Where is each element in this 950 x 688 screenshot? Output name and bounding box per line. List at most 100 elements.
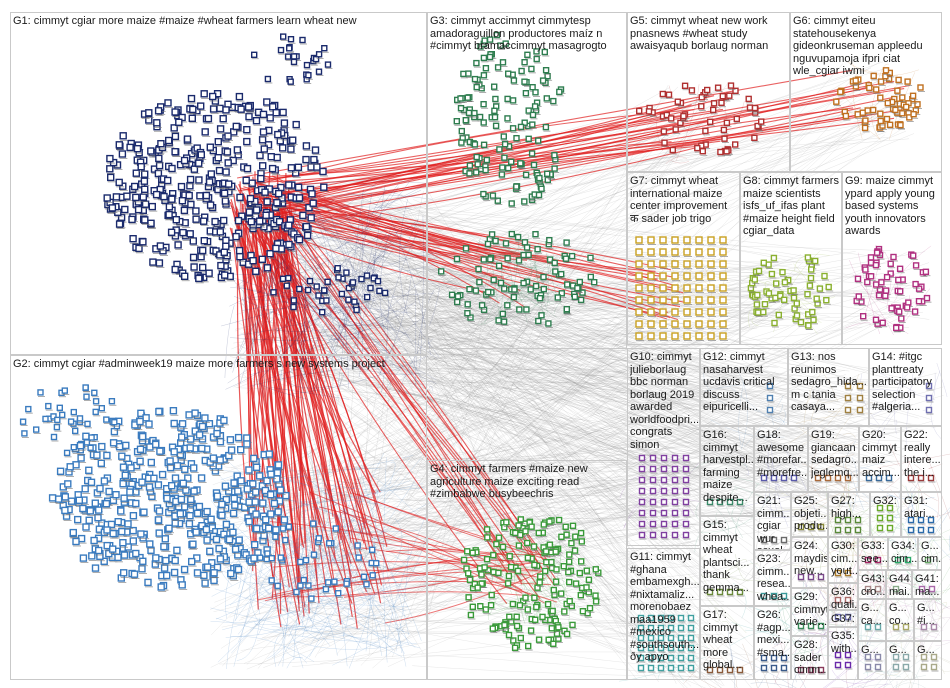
network-edge	[214, 588, 380, 649]
network-edge	[266, 290, 761, 386]
network-edge	[309, 506, 906, 534]
network-edge	[257, 186, 423, 292]
network-edge	[230, 287, 362, 329]
network-edge	[328, 497, 385, 594]
network-edge	[497, 237, 548, 264]
network-edge	[294, 276, 813, 321]
network-edge	[249, 217, 532, 557]
network-edge	[338, 478, 352, 638]
network-edge	[356, 488, 377, 591]
network-edge	[295, 211, 361, 350]
network-edge	[275, 267, 314, 291]
network-edge	[292, 279, 689, 534]
network-edge	[361, 619, 625, 643]
network-edge	[402, 341, 894, 457]
network-edge	[348, 575, 380, 669]
network-edge	[266, 267, 711, 637]
network-edge	[375, 231, 838, 501]
network-edge	[330, 248, 869, 463]
network-edge	[272, 625, 360, 632]
network-edge	[352, 457, 767, 472]
network-edge	[483, 253, 503, 325]
network-edge	[374, 273, 665, 352]
network-edge	[379, 224, 392, 342]
network-edge	[376, 287, 909, 328]
network-edge	[325, 535, 717, 678]
network-edge	[224, 466, 718, 528]
network-edge	[392, 297, 661, 628]
network-edge	[399, 199, 408, 314]
network-edge	[311, 573, 697, 640]
network-edge	[303, 214, 820, 450]
network-edge	[391, 517, 403, 571]
network-edge	[359, 184, 403, 196]
network-edge	[330, 569, 558, 603]
network-edge	[224, 305, 235, 379]
network-edge	[259, 146, 683, 383]
network-edge	[418, 368, 717, 400]
network-edge	[417, 260, 817, 423]
network-edge	[275, 499, 378, 516]
network-edge	[337, 303, 834, 457]
network-edge	[247, 205, 505, 278]
network-edge	[241, 302, 252, 330]
network-edge	[309, 279, 919, 419]
network-edge	[311, 489, 365, 632]
network-edge	[304, 581, 397, 661]
network-edge	[251, 287, 915, 356]
network-edge	[277, 372, 332, 389]
network-edge	[282, 230, 388, 380]
network-edge	[356, 250, 748, 474]
network-edge	[277, 303, 413, 332]
network-edge	[376, 275, 412, 380]
network-edge	[297, 67, 871, 238]
network-edge	[273, 203, 656, 272]
network-edge	[276, 315, 877, 538]
network-edge	[351, 258, 851, 490]
network-edge	[210, 606, 302, 623]
network-edge	[309, 479, 417, 658]
network-edge	[339, 268, 753, 647]
network-edge	[275, 195, 836, 498]
network-edge	[420, 254, 754, 473]
network-edge	[237, 99, 916, 389]
network-edge	[288, 516, 357, 638]
network-edge	[377, 477, 644, 571]
network-edge	[226, 558, 254, 670]
network-edge	[281, 84, 910, 179]
network-edge	[262, 255, 385, 378]
network-edge	[288, 355, 429, 395]
network-edge	[298, 470, 428, 584]
network-edge	[370, 618, 685, 624]
network-edge	[334, 344, 703, 489]
network-edge	[365, 236, 818, 412]
network-edge	[402, 289, 730, 402]
network-edge	[420, 211, 801, 264]
network-edge	[305, 309, 781, 479]
network-edge	[289, 206, 412, 211]
network-edge	[243, 312, 871, 333]
network-edge	[376, 321, 808, 492]
network-edge	[386, 218, 730, 650]
network-edge	[414, 376, 783, 400]
network-edge	[262, 117, 895, 178]
network-edge	[383, 325, 826, 495]
network-edge	[212, 463, 333, 492]
network-edge	[374, 385, 720, 481]
network-edge	[393, 325, 689, 533]
network-edge	[294, 605, 695, 670]
network-edge	[328, 450, 356, 497]
network-edge	[318, 327, 879, 654]
network-edge	[225, 313, 314, 390]
network-edge	[399, 516, 795, 554]
network-edge	[254, 484, 695, 580]
network-edge	[370, 301, 641, 618]
network-edge	[299, 263, 306, 390]
network-edge	[238, 280, 918, 509]
network-edge	[240, 332, 836, 423]
network-edge	[229, 220, 428, 307]
network-edge	[335, 258, 778, 470]
network-edge	[341, 215, 794, 258]
network-edge	[344, 241, 364, 378]
network-edge	[429, 357, 718, 406]
